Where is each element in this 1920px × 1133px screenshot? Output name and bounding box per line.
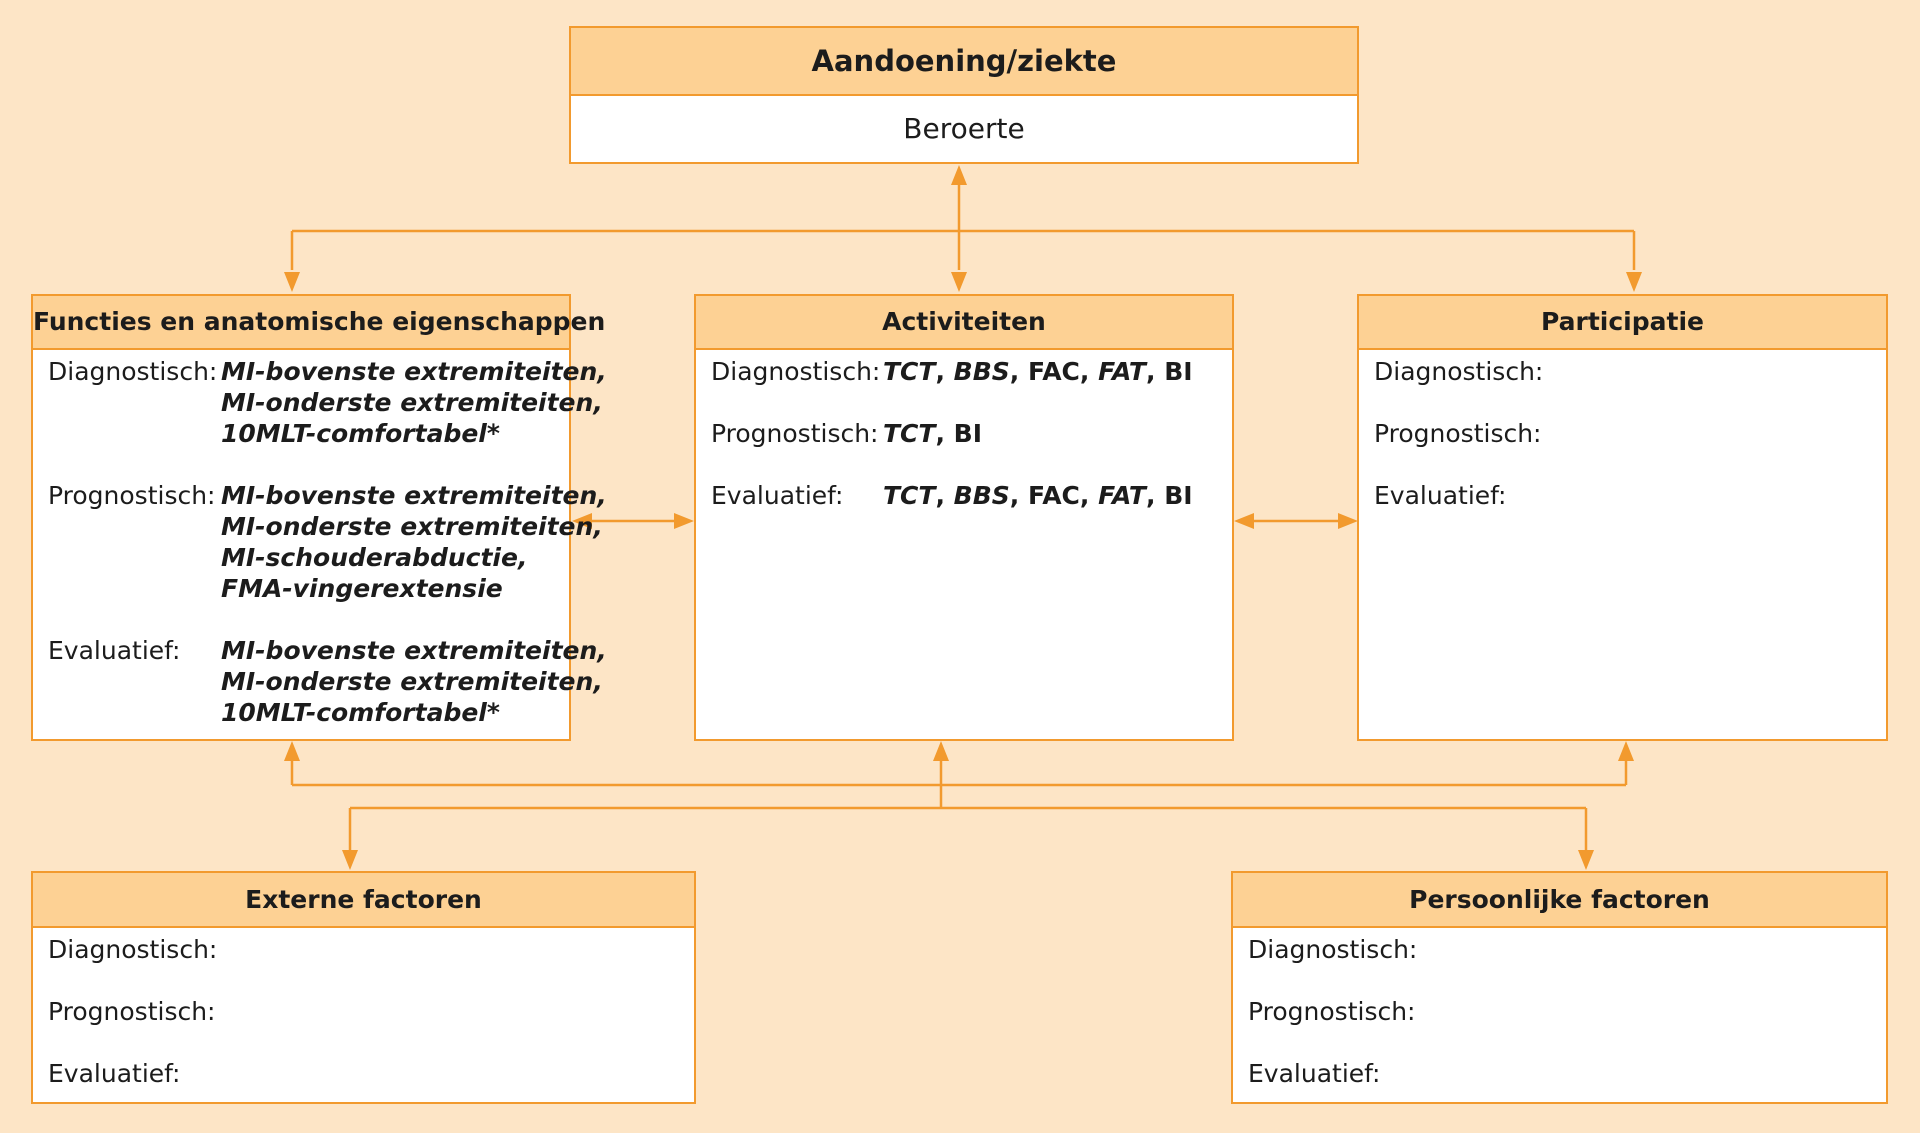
arrowhead-up-participatie [1618, 741, 1634, 761]
box-aandoening-content: Beroerte [571, 96, 1357, 161]
arrowhead-up-top [951, 165, 967, 185]
functies-prognostisch-values: MI-bovenste extremiteiten, MI-onderste e… [221, 480, 607, 604]
measure-tct: TCT [883, 419, 936, 448]
box-activiteiten: Activiteiten Diagnostisch: TCT, BBS, FAC… [694, 294, 1234, 741]
box-persoonlijke-factoren-title: Persoonlijke factoren [1233, 873, 1886, 928]
measure-fac: FAC [1028, 481, 1080, 510]
externe-prognostisch-label: Prognostisch: [48, 997, 216, 1026]
measure-line: 10MLT-comfortabel* [221, 419, 500, 448]
box-persoonlijke-factoren-body: Diagnostisch: Prognostisch: Evaluatief: [1233, 928, 1886, 1103]
measure-line: 10MLT-comfortabel* [221, 698, 500, 727]
activiteiten-diagnostisch-label: Diagnostisch: [711, 357, 881, 386]
persoonlijke-prognostisch-label: Prognostisch: [1248, 997, 1416, 1026]
arrowhead-down-externe [342, 850, 358, 870]
activiteiten-evaluatief-values: TCT, BBS, FAC, FAT, BI [883, 481, 1193, 510]
box-persoonlijke-factoren: Persoonlijke factoren Diagnostisch: Prog… [1231, 871, 1888, 1104]
measure-line: MI-bovenste extremiteiten, [221, 636, 607, 665]
functies-prognostisch-label: Prognostisch: [48, 481, 216, 510]
persoonlijke-diagnostisch-label: Diagnostisch: [1248, 935, 1418, 964]
participatie-diagnostisch-label: Diagnostisch: [1374, 357, 1544, 386]
functies-diagnostisch-label: Diagnostisch: [48, 357, 218, 386]
box-functies-title: Functies en anatomische eigenschappen [33, 296, 605, 350]
arrowhead-down-persoonlijke [1578, 850, 1594, 870]
measure-bbs: BBS [953, 481, 1010, 510]
arrowhead-down-functies [284, 272, 300, 292]
measure-bi: BI [1164, 481, 1193, 510]
box-functies-body: Diagnostisch: MI-bovenste extremiteiten,… [33, 350, 607, 740]
box-externe-factoren: Externe factoren Diagnostisch: Prognosti… [31, 871, 696, 1104]
measure-fac: FAC [1028, 357, 1080, 386]
box-aandoening-title: Aandoening/ziekte [571, 28, 1357, 96]
box-externe-factoren-title: Externe factoren [33, 873, 694, 928]
box-externe-factoren-body: Diagnostisch: Prognostisch: Evaluatief: [33, 928, 694, 1103]
measure-bi: BI [1164, 357, 1193, 386]
measure-fat: FAT [1098, 357, 1146, 386]
measure-fat: FAT [1098, 481, 1146, 510]
measure-line: MI-onderste extremiteiten, [221, 512, 603, 541]
measure-tct: TCT [883, 481, 936, 510]
arrowhead-left-activiteiten [1234, 513, 1254, 529]
measure-line: MI-schouderabductie, [221, 543, 528, 572]
arrowhead-right-activiteiten [674, 513, 694, 529]
externe-evaluatief-label: Evaluatief: [48, 1059, 181, 1088]
measure-line: FMA-vingerextensie [221, 574, 503, 603]
externe-diagnostisch-label: Diagnostisch: [48, 935, 218, 964]
arrowhead-right-participatie [1338, 513, 1358, 529]
measure-bbs: BBS [953, 357, 1010, 386]
diagnosis-text: Beroerte [903, 112, 1025, 145]
measure-line: MI-onderste extremiteiten, [221, 667, 603, 696]
box-participatie-title: Participatie [1359, 296, 1886, 350]
measure-line: MI-bovenste extremiteiten, [221, 481, 607, 510]
arrowhead-up-activiteiten [933, 741, 949, 761]
box-aandoening: Aandoening/ziekte Beroerte [569, 26, 1359, 164]
box-participatie-body: Diagnostisch: Prognostisch: Evaluatief: [1359, 350, 1886, 740]
functies-evaluatief-label: Evaluatief: [48, 636, 181, 665]
arrowhead-left-functies [572, 513, 592, 529]
activiteiten-prognostisch-values: TCT, BI [883, 419, 983, 448]
measure-tct: TCT [883, 357, 936, 386]
activiteiten-prognostisch-label: Prognostisch: [711, 419, 879, 448]
measure-line: MI-bovenste extremiteiten, [221, 357, 607, 386]
participatie-prognostisch-label: Prognostisch: [1374, 419, 1542, 448]
arrowhead-down-participatie [1626, 272, 1642, 292]
participatie-evaluatief-label: Evaluatief: [1374, 481, 1507, 510]
box-functies: Functies en anatomische eigenschappen Di… [31, 294, 607, 741]
activiteiten-diagnostisch-values: TCT, BBS, FAC, FAT, BI [883, 357, 1193, 386]
box-activiteiten-body: Diagnostisch: TCT, BBS, FAC, FAT, BI Pro… [696, 350, 1232, 740]
arrowhead-down-activiteiten [951, 272, 967, 292]
measure-bi: BI [953, 419, 983, 448]
box-activiteiten-title: Activiteiten [696, 296, 1232, 350]
measure-line: MI-onderste extremiteiten, [221, 388, 603, 417]
persoonlijke-evaluatief-label: Evaluatief: [1248, 1059, 1381, 1088]
functies-evaluatief-values: MI-bovenste extremiteiten, MI-onderste e… [221, 635, 607, 728]
activiteiten-evaluatief-label: Evaluatief: [711, 481, 844, 510]
arrowhead-up-functies [284, 741, 300, 761]
functies-diagnostisch-values: MI-bovenste extremiteiten, MI-onderste e… [221, 356, 607, 449]
box-participatie: Participatie Diagnostisch: Prognostisch:… [1357, 294, 1888, 741]
